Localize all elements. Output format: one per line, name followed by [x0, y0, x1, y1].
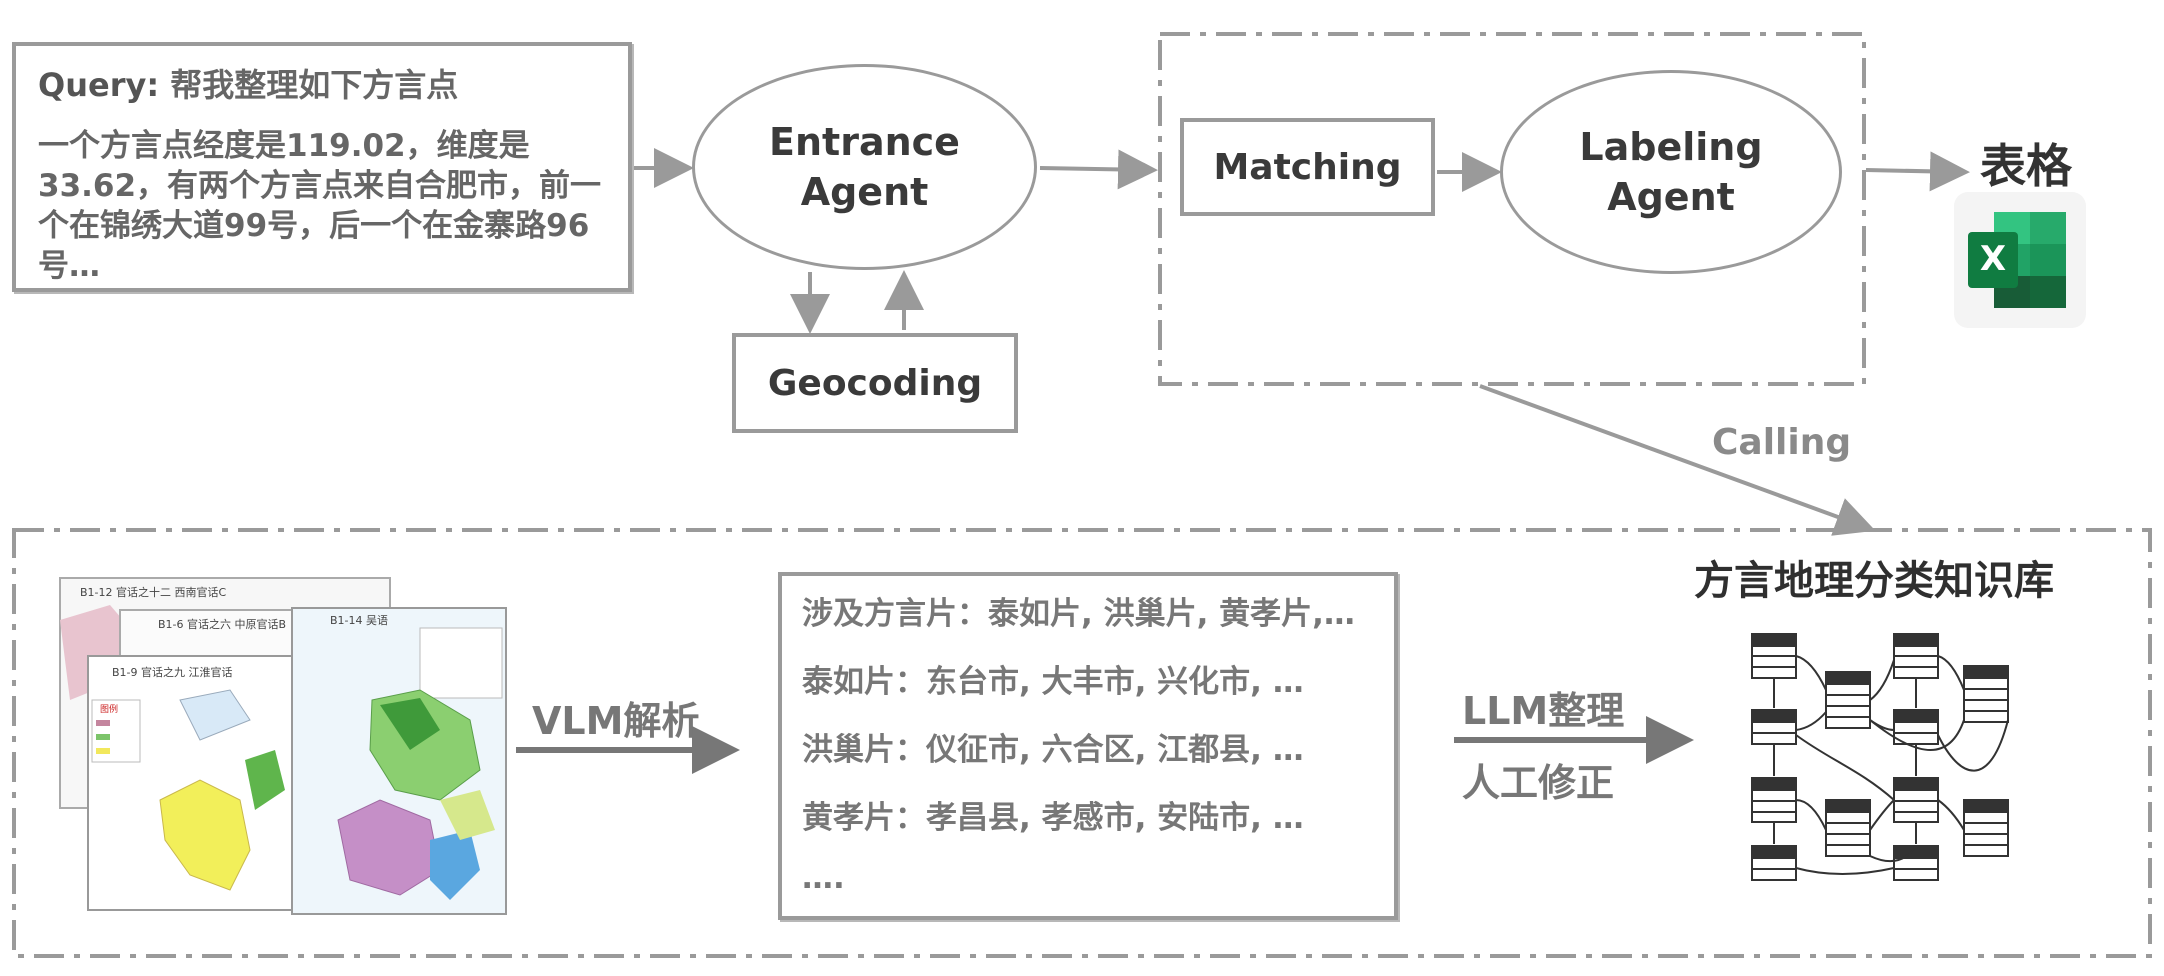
legend-swatch-2 [96, 734, 110, 740]
map-wu-green-dark [380, 698, 440, 750]
db-table-3 [1825, 671, 1871, 729]
excel-icon: X [1954, 192, 2086, 328]
legend-swatch-1 [96, 720, 110, 726]
db-table-8 [1893, 777, 1939, 823]
vlm-parse-label: VLM解析 [532, 699, 700, 743]
db-relations [1773, 655, 2009, 875]
dialect-list-item: 涉及方言片：泰如片, 洪巢片, 黄孝片,… [802, 596, 1355, 632]
arrow-calling [1479, 384, 1876, 536]
db-table-5 [1751, 709, 1797, 745]
map-legend-label: 图例 [100, 703, 118, 715]
dialect-map-icon: B1-12 官话之十二 西南官话C B1-6 官话之六 中原官话B B1-9 官… [59, 577, 507, 915]
query-title: Query: 帮我整理如下方言点 [38, 60, 458, 106]
matching-label: Matching [1213, 146, 1402, 188]
geocoding-label: Geocoding [767, 362, 983, 404]
dialect-list-item: 泰如片：东台市, 大丰市, 兴化市, … [802, 664, 1304, 700]
map-sheet-1-title: B1-12 官话之十二 西南官话C [80, 585, 227, 599]
dialect-list-box: 涉及方言片：泰如片, 洪巢片, 黄孝片,… 泰如片：东台市, 大丰市, 兴化市,… [778, 572, 1398, 920]
map-sheet-3-title: B1-9 官话之九 江淮官话 [112, 665, 233, 679]
excel-icon-badge [1968, 232, 2018, 288]
agent-group-frame [1158, 32, 1866, 386]
llm-organize-label: LLM整理 [1462, 689, 1625, 733]
labeling-agent-label: Labeling Agent [1579, 125, 1763, 219]
calling-label: Calling [1712, 422, 1852, 463]
db-table-4 [1963, 665, 2009, 723]
map-region-yellow [159, 779, 251, 891]
query-box: Query: 帮我整理如下方言点 一个方言点经度是119.02，维度是33.62… [12, 42, 632, 292]
db-table-2 [1893, 633, 1939, 679]
output-table-label: 表格 [1980, 139, 2072, 193]
map-wu-blue [430, 830, 480, 900]
db-table-12 [1893, 845, 1939, 881]
map-sheet-4-title: B1-14 吴语 [330, 614, 388, 627]
matching-node: Matching [1180, 118, 1435, 216]
knowledge-base-frame [12, 528, 2152, 958]
db-table-6 [1893, 709, 1939, 745]
map-wu-yellowgreen [440, 790, 495, 840]
db-table-10 [1963, 799, 2009, 857]
database-graph-icon [1751, 633, 2009, 881]
map-sheet-2-title: B1-6 官话之六 中原官话B [158, 617, 286, 631]
query-text: 帮我整理如下方言点 [170, 66, 459, 104]
excel-icon-x: X [1980, 239, 2006, 279]
arrow-entrance-to-group [1039, 149, 1158, 190]
query-label: Query: [38, 66, 160, 104]
db-table-11 [1751, 845, 1797, 881]
query-body: 一个方言点经度是119.02，维度是33.62，有两个方言点来自合肥市，前一个在… [38, 128, 602, 284]
labeling-agent-node: Labeling Agent [1500, 70, 1842, 274]
map-region-blue [179, 689, 251, 741]
excel-icon-divider [2030, 212, 2066, 308]
map-region-green-small [245, 750, 285, 810]
manual-fix-label: 人工修正 [1462, 761, 1615, 805]
map-wu-legend [419, 627, 503, 699]
arrow-labeling-to-table [1865, 151, 1970, 192]
dialect-list-item: 洪巢片：仪征市, 六合区, 江都县, … [802, 732, 1304, 768]
dialect-list-item: 黄孝片：孝昌县, 孝感市, 安陆市, … [802, 800, 1304, 836]
entrance-agent-label: Entrance Agent [769, 120, 960, 214]
entrance-agent-node: Entrance Agent [692, 64, 1037, 270]
db-table-7 [1751, 777, 1797, 823]
legend-swatch-3 [96, 748, 110, 754]
dialect-list-item: …. [802, 860, 845, 896]
db-table-1 [1751, 633, 1797, 679]
knowledge-base-title: 方言地理分类知识库 [1694, 558, 2054, 604]
geocoding-node: Geocoding [732, 333, 1018, 433]
db-table-9 [1825, 799, 1871, 857]
